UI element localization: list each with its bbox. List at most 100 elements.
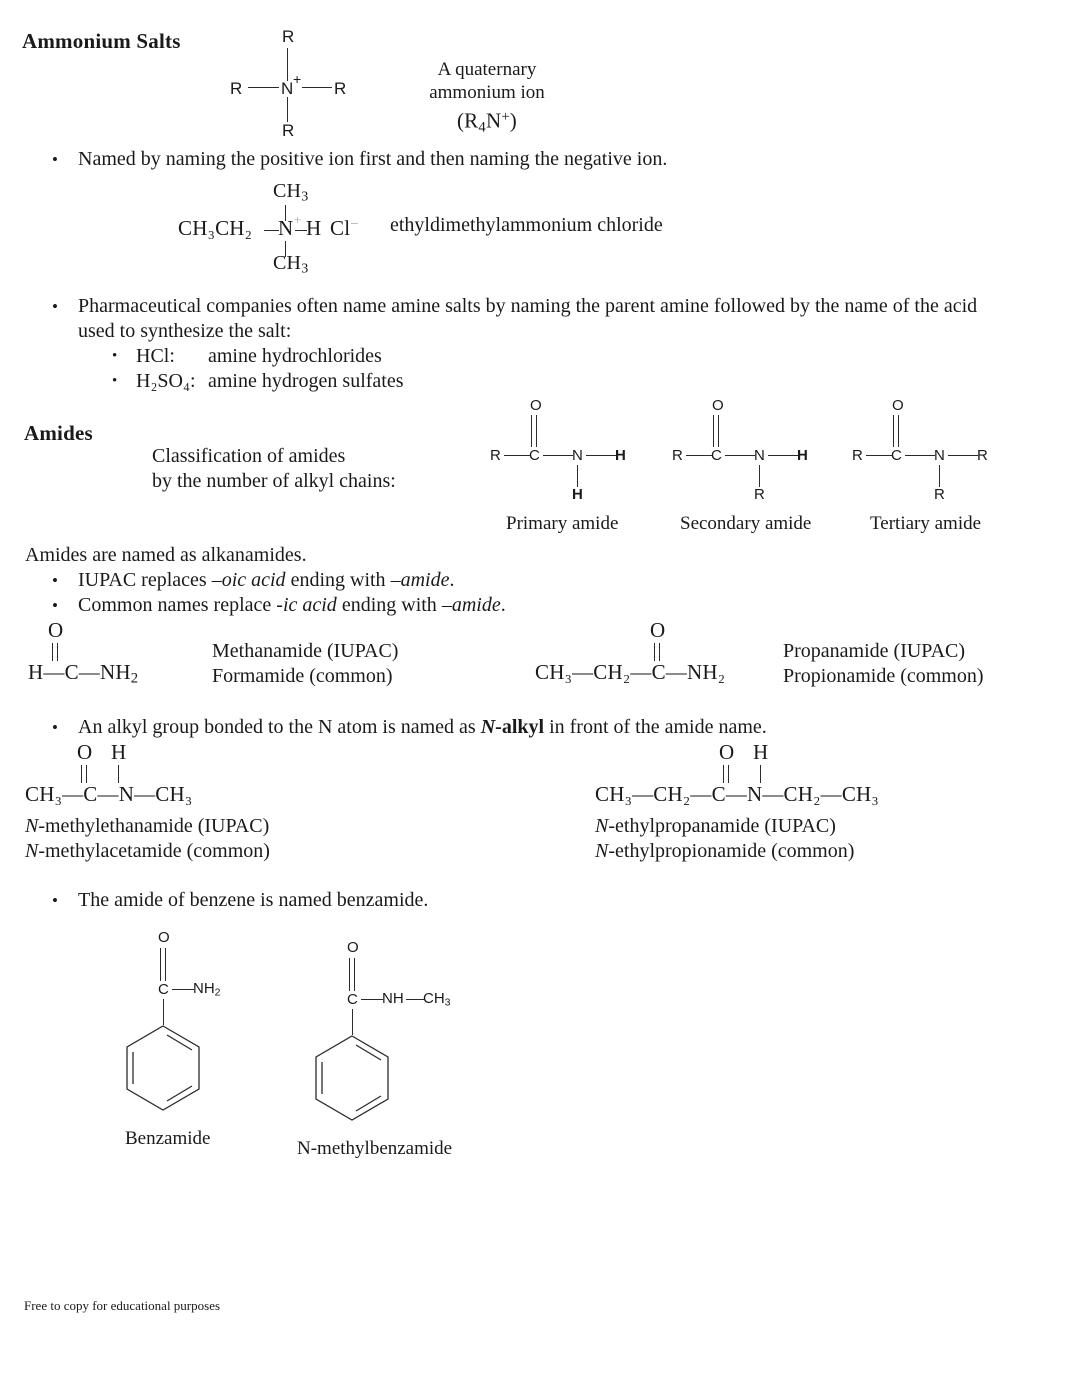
bond-n-right: [586, 455, 616, 457]
bond-c-n: [905, 455, 935, 457]
bond-c-ring: [352, 1009, 354, 1035]
bond-n-down: [577, 465, 579, 487]
top-methyl-label: CH3: [273, 180, 308, 206]
footer-copyright-text: Free to copy for educational purposes: [24, 1298, 221, 1313]
amine-group-label: NH2: [193, 981, 221, 1001]
n-alkyl-post: in front of the amide name.: [544, 716, 767, 738]
substituent-top-label: R: [282, 27, 295, 46]
bullet-marker: •: [52, 596, 58, 615]
n-substituent-down-label: R: [754, 486, 765, 503]
quaternary-ammonium-caption: A quaternary ammonium ion (R4N+): [372, 58, 602, 140]
n-methylbenzamide-label: N-methylbenzamide: [297, 1138, 453, 1159]
bullet-pharma-line-1: Pharmaceutical companies often name amin…: [78, 295, 978, 317]
benzene-ring: [315, 1035, 389, 1121]
carbonyl-double-bond-line-a: [893, 415, 895, 447]
bullet-pharmaceutical: • Pharmaceutical companies often name am…: [52, 294, 1052, 344]
naming-rule-common: Common names replace -ic acid ending wit…: [78, 593, 752, 618]
n-substituent-right-label: H: [615, 447, 626, 464]
r-group-left-label: R: [672, 447, 683, 464]
rule-post: .: [449, 569, 455, 591]
carbonyl-carbon-label: C: [711, 447, 722, 464]
n-methylbenzamide-structure: O C NH CH3 N-methylbenzamide: [297, 939, 505, 1160]
oxygen-label: O: [892, 397, 904, 414]
hydrogen-label: H: [111, 740, 127, 764]
bond-top: [287, 48, 289, 81]
name-common-prefix: N: [25, 840, 39, 862]
bullet-marker: •: [52, 718, 58, 737]
positive-charge-label: +: [294, 212, 302, 227]
acid-label: H₂SO₄:: [136, 370, 196, 392]
bullet-benzamide: • The amide of benzene is named benzamid…: [52, 888, 752, 913]
acid-label: HCl:: [136, 345, 175, 367]
bond-n-right: [768, 455, 798, 457]
name-iupac-prefix: N: [595, 815, 609, 837]
carbonyl-double-bond-line-a: [531, 415, 533, 447]
propanamide-names: Propanamide (IUPAC) Propionamide (common…: [783, 639, 984, 689]
benzene-ring: [126, 1025, 200, 1111]
carbonyl-double-bond-line-a: [723, 765, 725, 783]
bond-n-methyl: [406, 999, 424, 1001]
hydrogen-label: H: [753, 740, 769, 764]
carbonyl-double-bond-line-b: [354, 958, 356, 991]
bullet-marker: •: [112, 373, 118, 389]
carbonyl-carbon-label: C: [891, 447, 902, 464]
carbonyl-double-bond-line-b: [57, 643, 59, 661]
caption-formula-sup: +: [501, 109, 510, 125]
rule-pre: Common names replace: [78, 594, 277, 616]
chain-nh: NH: [100, 660, 131, 684]
page-title-amides: Amides: [24, 421, 93, 445]
caption-formula-open: (R: [456, 108, 479, 133]
bond-n-h: [760, 765, 762, 783]
n-methylethanamide-chain: CH₃—C—N—CH₃: [25, 782, 193, 806]
carbonyl-double-bond-line-b: [728, 765, 730, 783]
bond-n-h: [295, 230, 307, 232]
nitrogen-label: N: [278, 216, 294, 240]
r-group-left-label: R: [490, 447, 501, 464]
carbonyl-double-bond-line-a: [654, 643, 656, 661]
name-iupac: N-ethylpropanamide (IUPAC): [595, 814, 836, 839]
n-substituent-right-label: H: [797, 447, 808, 464]
substituent-left-label: R: [230, 79, 243, 98]
ethyldimethylammonium-chloride-diagram: CH3 CH₃CH₂ N + H Cl− CH3 ethyldimethylam…: [178, 180, 698, 280]
oxygen-label: O: [650, 618, 666, 642]
nitrogen-center-label: N: [281, 79, 294, 98]
name-iupac-rest: -ethylpropanamide (IUPAC): [608, 815, 836, 837]
bond-chain-n: [264, 230, 279, 232]
bullet-marker: •: [52, 571, 58, 590]
substituent-right-label: R: [334, 79, 347, 98]
caption-formula-sub: 4: [478, 119, 486, 136]
rule-pre: IUPAC replaces: [78, 569, 212, 591]
caption-line-1: A quaternary: [437, 59, 537, 80]
bullet-marker: •: [112, 348, 118, 364]
name-common: N-ethylpropionamide (common): [595, 839, 854, 864]
list-item: • H₂SO₄: amine hydrogen sulfates: [112, 369, 612, 394]
nitrogen-label: N: [754, 447, 765, 464]
carbonyl-double-bond-line-b: [536, 415, 538, 447]
name-common: Propionamide (common): [783, 665, 984, 687]
nitrogen-label: N: [572, 447, 583, 464]
carbonyl-double-bond-line-b: [86, 765, 88, 783]
oxygen-label: O: [347, 939, 359, 956]
methanamide-chain: H—C—NH2: [28, 660, 139, 687]
name-common-rest: -methylacetamide (common): [38, 840, 270, 862]
methanamide-names: Methanamide (IUPAC) Formamide (common): [212, 639, 398, 689]
bond-bottom-methyl: [285, 241, 287, 257]
rule-em-1: –oic acid: [211, 569, 286, 591]
oxygen-label: O: [48, 618, 64, 642]
amine-text: NH: [193, 980, 215, 997]
name-common-prefix: N: [595, 840, 609, 862]
r-group-left-label: R: [852, 447, 863, 464]
bond-c-n: [361, 999, 383, 1001]
rule-em-1: -ic acid: [276, 594, 337, 616]
top-methyl-text: CH: [273, 180, 302, 202]
chloride-charge: −: [350, 216, 359, 233]
page-title-ammonium-salts: Ammonium Salts: [22, 29, 181, 53]
chain-nh-sub: 2: [130, 670, 139, 687]
bullet-benzamide-text: The amide of benzene is named benzamide.: [78, 889, 429, 911]
bond-n-h: [118, 765, 120, 783]
benzamide-structure: O C NH2 Benzamide: [125, 930, 305, 1150]
carbonyl-double-bond-line-a: [349, 958, 351, 991]
naming-rules-list: • IUPAC replaces –oic acid ending with –…: [52, 568, 752, 618]
bullet-marker: •: [52, 891, 58, 910]
tertiary-amide-label: Tertiary amide: [870, 513, 982, 534]
